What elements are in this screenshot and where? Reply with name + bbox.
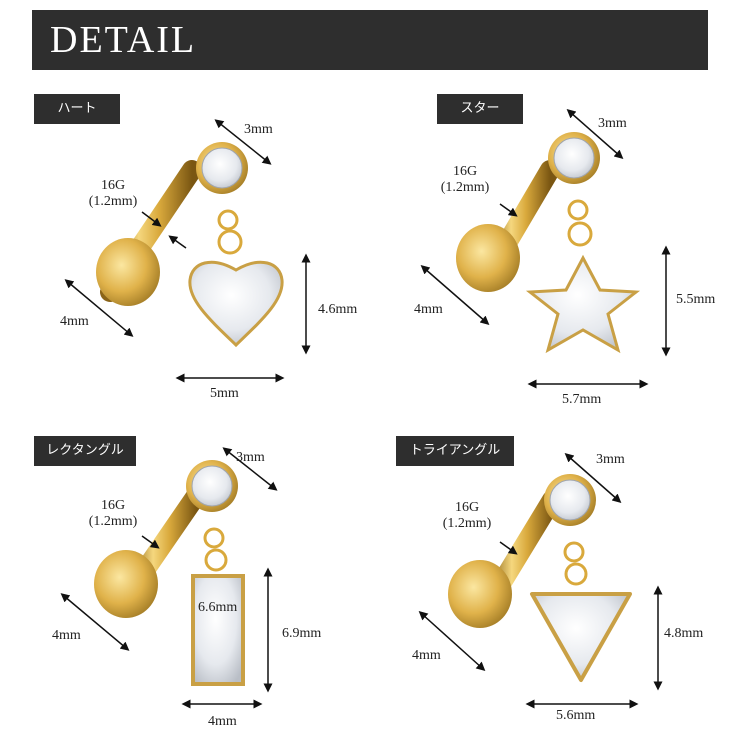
inner-length-label: 6.6mm bbox=[198, 600, 238, 615]
flat-back-disc bbox=[456, 224, 520, 292]
jump-ring bbox=[563, 541, 585, 563]
star-gem bbox=[525, 254, 641, 354]
disc-size-label: 4mm bbox=[412, 648, 441, 663]
round-gem bbox=[201, 147, 243, 189]
width-label: 4mm bbox=[208, 714, 237, 729]
gauge-label: 16G(1.2mm) bbox=[88, 178, 138, 209]
tag-rectangle: レクタングル bbox=[34, 436, 136, 466]
jump-ring bbox=[203, 527, 225, 549]
gauge-label: 16G(1.2mm) bbox=[88, 498, 138, 529]
disc-size-label: 4mm bbox=[52, 628, 81, 643]
triangle-gem bbox=[530, 592, 632, 682]
height-label: 6.9mm bbox=[282, 626, 322, 641]
round-gem bbox=[553, 137, 595, 179]
jump-ring bbox=[564, 562, 588, 586]
height-label: 5.5mm bbox=[676, 292, 716, 307]
disc-size-label: 4mm bbox=[60, 314, 89, 329]
jump-ring bbox=[567, 221, 593, 247]
flat-back-disc bbox=[94, 550, 158, 618]
gauge-label: 16G(1.2mm) bbox=[442, 500, 492, 531]
panel-star bbox=[420, 109, 671, 389]
round-gem bbox=[191, 465, 233, 507]
heart-gem bbox=[188, 260, 284, 348]
disc-size-label: 4mm bbox=[414, 302, 443, 317]
stone-size-label: 3mm bbox=[236, 450, 265, 465]
stone-size-label: 3mm bbox=[598, 116, 627, 131]
tag-triangle: トライアングル bbox=[396, 436, 514, 466]
flat-back-disc bbox=[96, 238, 160, 306]
height-label: 4.6mm bbox=[318, 302, 358, 317]
jump-ring bbox=[217, 209, 239, 231]
width-label: 5mm bbox=[210, 386, 239, 401]
banner-title: DETAIL bbox=[50, 19, 197, 61]
panel-rectangle bbox=[60, 447, 278, 709]
jump-ring bbox=[217, 229, 243, 255]
round-gem bbox=[549, 479, 591, 521]
panel-heart bbox=[64, 119, 311, 383]
width-label: 5.7mm bbox=[562, 392, 602, 407]
jump-ring bbox=[567, 199, 589, 221]
gauge-label: 16G(1.2mm) bbox=[440, 164, 490, 195]
flat-back-disc bbox=[448, 560, 512, 628]
jump-ring bbox=[204, 548, 228, 572]
detail-banner: DETAIL bbox=[32, 10, 708, 70]
width-label: 5.6mm bbox=[556, 708, 596, 723]
stone-size-label: 3mm bbox=[596, 452, 625, 467]
stone-size-label: 3mm bbox=[244, 122, 273, 137]
rectangle-gem bbox=[191, 574, 245, 686]
tag-star: スター bbox=[437, 94, 523, 124]
tag-heart: ハート bbox=[34, 94, 120, 124]
panel-triangle bbox=[418, 453, 663, 709]
height-label: 4.8mm bbox=[664, 626, 704, 641]
